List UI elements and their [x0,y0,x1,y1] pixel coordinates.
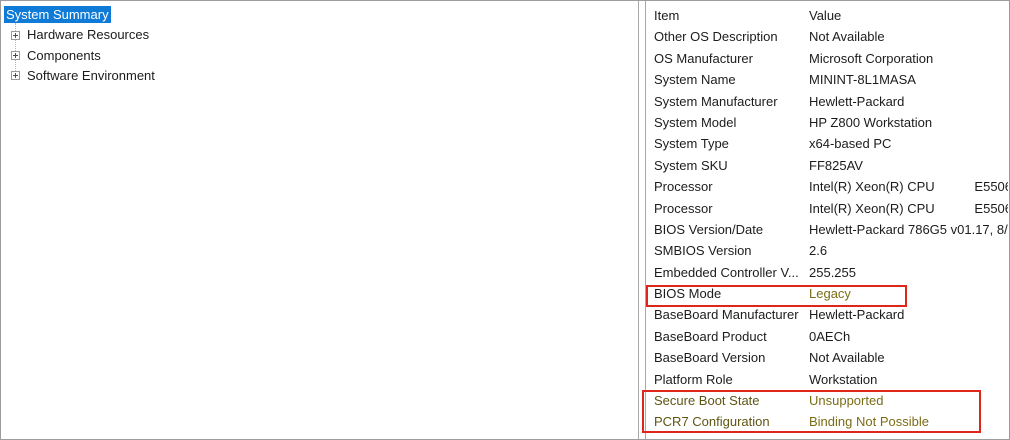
item-cell: SMBIOS Version [654,243,752,259]
row-system-type[interactable]: System Type x64-based PC [646,133,1008,154]
row-baseboard-product[interactable]: BaseBoard Product 0AECh [646,326,1008,347]
tree-item-label: Software Environment [27,68,155,84]
column-header-item[interactable]: Item [654,8,680,23]
row-embedded-controller-v[interactable]: Embedded Controller V... 255.255 [646,262,1008,283]
value-cell: 2.6 [809,243,828,259]
tree-connector-line [15,23,16,71]
row-other-os-description[interactable]: Other OS Description Not Available [646,26,1008,47]
row-baseboard-version[interactable]: BaseBoard Version Not Available [646,347,1008,368]
item-cell: Processor [654,179,713,195]
item-cell: System SKU [654,157,728,173]
value-cell: Workstation [809,371,878,387]
item-cell: BIOS Mode [654,286,722,302]
item-cell: System Manufacturer [654,93,778,109]
value-cell: 0AECh [809,328,851,344]
row-system-manufacturer[interactable]: System Manufacturer Hewlett-Packard [646,91,1008,112]
tree-item-software-environment[interactable]: Software Environment [2,66,638,86]
value-cell: Legacy [809,286,851,302]
row-processor[interactable]: Processor Intel(R) Xeon(R) CPU E5506 [646,176,1008,197]
value-cell: x64-based PC [809,136,892,152]
item-cell: Embedded Controller V... [654,264,799,280]
item-cell: Platform Role [654,371,733,387]
row-secure-boot-state[interactable]: Secure Boot State Unsupported [646,390,1008,411]
row-baseboard-manufacturer[interactable]: BaseBoard Manufacturer Hewlett-Packard [646,304,1008,325]
row-system-sku[interactable]: System SKU FF825AV [646,155,1008,176]
value-cell: Unsupported [809,393,884,409]
item-cell: Secure Boot State [654,393,760,409]
tree-item-label: Components [27,47,101,63]
item-cell: Other OS Description [654,29,778,45]
row-os-manufacturer[interactable]: OS Manufacturer Microsoft Corporation [646,48,1008,69]
row-platform-role[interactable]: Platform Role Workstation [646,369,1008,390]
row-system-name[interactable]: System Name MININT-8L1MASA [646,69,1008,90]
row-smbios-version[interactable]: SMBIOS Version 2.6 [646,240,1008,261]
expand-plus-icon[interactable] [11,71,20,81]
value-cell: HP Z800 Workstation [809,114,933,130]
row-pcr7-configuration[interactable]: PCR7 Configuration Binding Not Possible [646,411,1008,432]
value-cell: Hewlett-Packard 786G5 v01.17, 8/ [809,221,1008,237]
value-cell: Microsoft Corporation [809,50,934,66]
value-cell: Intel(R) Xeon(R) CPU E5506 [809,179,1008,195]
value-cell: FF825AV [809,157,863,173]
item-cell: BaseBoard Manufacturer [654,307,799,323]
tree-item-components[interactable]: Components [2,46,638,66]
item-cell: System Model [654,114,737,130]
row-system-model[interactable]: System Model HP Z800 Workstation [646,112,1008,133]
item-cell: System Type [654,136,729,152]
item-cell: PCR7 Configuration [654,414,770,430]
value-cell: MININT-8L1MASA [809,72,916,88]
column-header-value[interactable]: Value [809,8,842,23]
value-cell: Not Available [809,350,885,366]
item-cell: BIOS Version/Date [654,221,764,237]
tree-item-label: System Summary [4,6,111,23]
row-bios-version-date[interactable]: BIOS Version/Date Hewlett-Packard 786G5 v… [646,219,1008,240]
value-cell: Intel(R) Xeon(R) CPU E5506 [809,200,1008,216]
row-bios-mode[interactable]: BIOS Mode Legacy [646,283,1008,304]
tree-item-system-summary[interactable]: System Summary [2,5,638,25]
tree-item-label: Hardware Resources [27,27,150,43]
value-cell: Hewlett-Packard [809,93,905,109]
item-cell: System Name [654,72,736,88]
details-header-row: Item Value [646,5,1008,26]
item-cell: BaseBoard Version [654,350,766,366]
expand-plus-icon[interactable] [11,30,20,40]
item-cell: OS Manufacturer [654,50,753,66]
value-cell: Not Available [809,29,885,45]
value-cell: Binding Not Possible [809,414,929,430]
tree-item-hardware-resources[interactable]: Hardware Resources [2,25,638,45]
item-cell: Processor [654,200,713,216]
value-cell: 255.255 [809,264,856,280]
item-cell: BaseBoard Product [654,328,767,344]
expand-plus-icon[interactable] [11,50,20,60]
value-cell: Hewlett-Packard [809,307,905,323]
row-processor[interactable]: Processor Intel(R) Xeon(R) CPU E5506 [646,198,1008,219]
